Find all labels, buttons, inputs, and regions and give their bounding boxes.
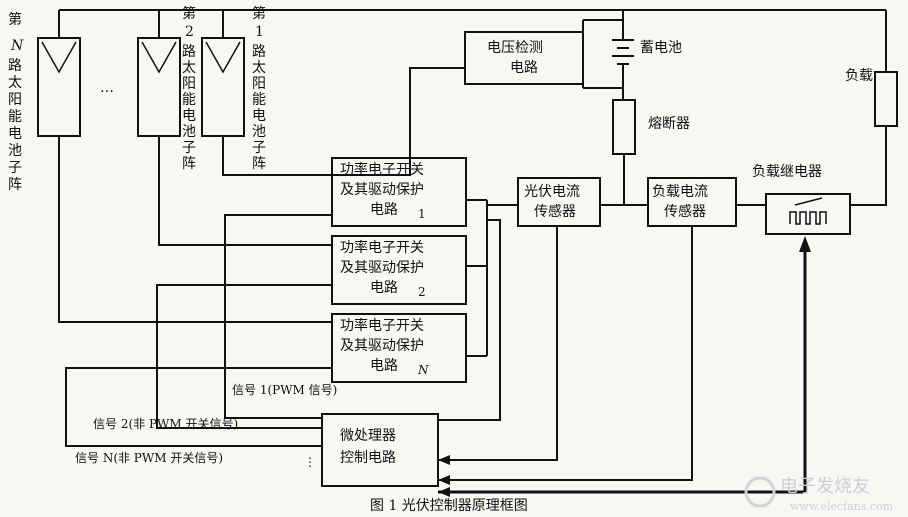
label-array-two-char: 太	[182, 60, 196, 76]
relay-control-wire	[438, 236, 811, 494]
label-array-two-char: 阵	[182, 156, 196, 172]
load-sensor-wires	[438, 204, 766, 481]
label-array-2-index: 2	[185, 24, 194, 40]
pv-sensor-line1: 光伏电流	[524, 184, 580, 200]
label-array-n-char: 路	[8, 58, 22, 74]
load-sensor-line1: 负载电流	[652, 184, 708, 200]
label-array-two-char: 阳	[182, 76, 196, 92]
driver-1-line1: 功率电子开关	[340, 161, 424, 178]
driver-1-line3: 电路	[370, 202, 398, 218]
driver-n-line2: 及其驱动保护	[340, 338, 424, 354]
watermark: 电子发烧友 www.elecfans.com	[744, 476, 894, 513]
driver-n-line3: 电路	[370, 358, 398, 374]
driver-block-n: 功率电子开关 及其驱动保护 电路 N	[331, 313, 467, 383]
load-sensor-line2: 传感器	[664, 203, 706, 220]
label-array-two-char: 能	[182, 92, 196, 108]
label-array-n-char: 电	[8, 126, 22, 142]
label-array-1-ordinal: 第	[252, 5, 266, 22]
driver-2-line1: 功率电子开关	[340, 239, 424, 256]
panels-ellipsis: …	[100, 80, 114, 96]
figure-caption: 图 1 光伏控制器原理框图	[370, 498, 528, 514]
label-array-two-char: 路	[182, 44, 196, 60]
mcu-block: 微处理器 控制电路	[321, 413, 439, 487]
solar-array-2	[137, 37, 181, 137]
voltage-detect-block: 电压检测 电路	[464, 31, 584, 85]
voltage-detect-line2: 电路	[510, 60, 538, 76]
load-current-sensor: 负载电流 传感器	[647, 177, 737, 227]
driver-1-index: 1	[418, 207, 426, 221]
label-array-one-char: 阵	[252, 156, 266, 172]
label-array-n-char: 阳	[8, 92, 22, 108]
label-array-one-char: 电	[252, 108, 266, 124]
pv-sensor-line2: 传感器	[534, 203, 576, 220]
label-array-two-char: 电	[182, 108, 196, 124]
driver-n-line1: 功率电子开关	[340, 317, 424, 334]
label-array-n-char: 能	[8, 109, 22, 125]
fuse-symbol	[612, 99, 636, 205]
fuse-label: 熔断器	[648, 116, 690, 132]
label-array-one-char: 太	[252, 60, 266, 76]
label-array-n-ordinal: 第	[8, 11, 22, 28]
load-label: 负载	[845, 68, 873, 84]
pv-current-sensor: 光伏电流 传感器	[517, 177, 601, 227]
label-array-n-index: N	[10, 38, 24, 54]
driver-block-2: 功率电子开关 及其驱动保护 电路 2	[331, 235, 467, 305]
label-array-two-char: 子	[182, 140, 196, 156]
label-array-2-ordinal: 第	[182, 5, 196, 22]
solar-array-n	[37, 37, 81, 137]
label-array-two-char: 池	[182, 124, 196, 140]
voltage-detect-line1: 电压检测	[487, 40, 543, 56]
top-bus-wires	[58, 9, 887, 72]
label-array-n-char: 子	[8, 160, 22, 176]
mcu-line2: 控制电路	[340, 450, 396, 466]
driver-2-index: 2	[418, 285, 426, 299]
mcu-input-arrows	[438, 455, 450, 497]
label-array-one-char: 能	[252, 92, 266, 108]
mcu-line1: 微处理器	[340, 428, 396, 444]
battery-symbol	[612, 39, 634, 100]
driver-2-line3: 电路	[370, 280, 398, 296]
label-array-n-char: 阵	[8, 177, 22, 193]
label-array-1-index: 1	[255, 24, 264, 40]
watermark-text: 电子发烧友	[780, 476, 870, 497]
driver-1-line2: 及其驱动保护	[340, 182, 424, 198]
panel-wires	[58, 136, 518, 357]
battery-label: 蓄电池	[640, 40, 682, 56]
label-array-n-char: 池	[8, 143, 22, 159]
signal-2-label: 信号 2(非 PWM 开关信号)	[93, 417, 238, 431]
label-array-one-char: 阳	[252, 76, 266, 92]
solar-array-1	[201, 37, 245, 137]
driver-block-1: 功率电子开关 及其驱动保护 电路 1	[331, 157, 467, 227]
signal-n-label: 信号 N(非 PWM 开关信号)	[75, 451, 223, 465]
label-array-one-char: 池	[252, 124, 266, 140]
load-relay: 负载继电器	[752, 164, 851, 235]
load-relay-label: 负载继电器	[752, 164, 822, 180]
signal-dots: ⋮	[304, 455, 316, 469]
label-array-one-char: 子	[252, 140, 266, 156]
label-array-n-char: 太	[8, 75, 22, 91]
driver-2-line2: 及其驱动保护	[340, 260, 424, 276]
label-array-one-char: 路	[252, 44, 266, 60]
pv-sensor-wires	[438, 204, 648, 461]
load-symbol	[850, 71, 898, 206]
watermark-url: www.elecfans.com	[790, 500, 894, 513]
control-signal-wires	[65, 214, 501, 447]
driver-n-index: N	[417, 363, 429, 377]
signal-1-label: 信号 1(PWM 信号)	[232, 383, 337, 397]
voltage-detect-wires	[332, 19, 623, 176]
